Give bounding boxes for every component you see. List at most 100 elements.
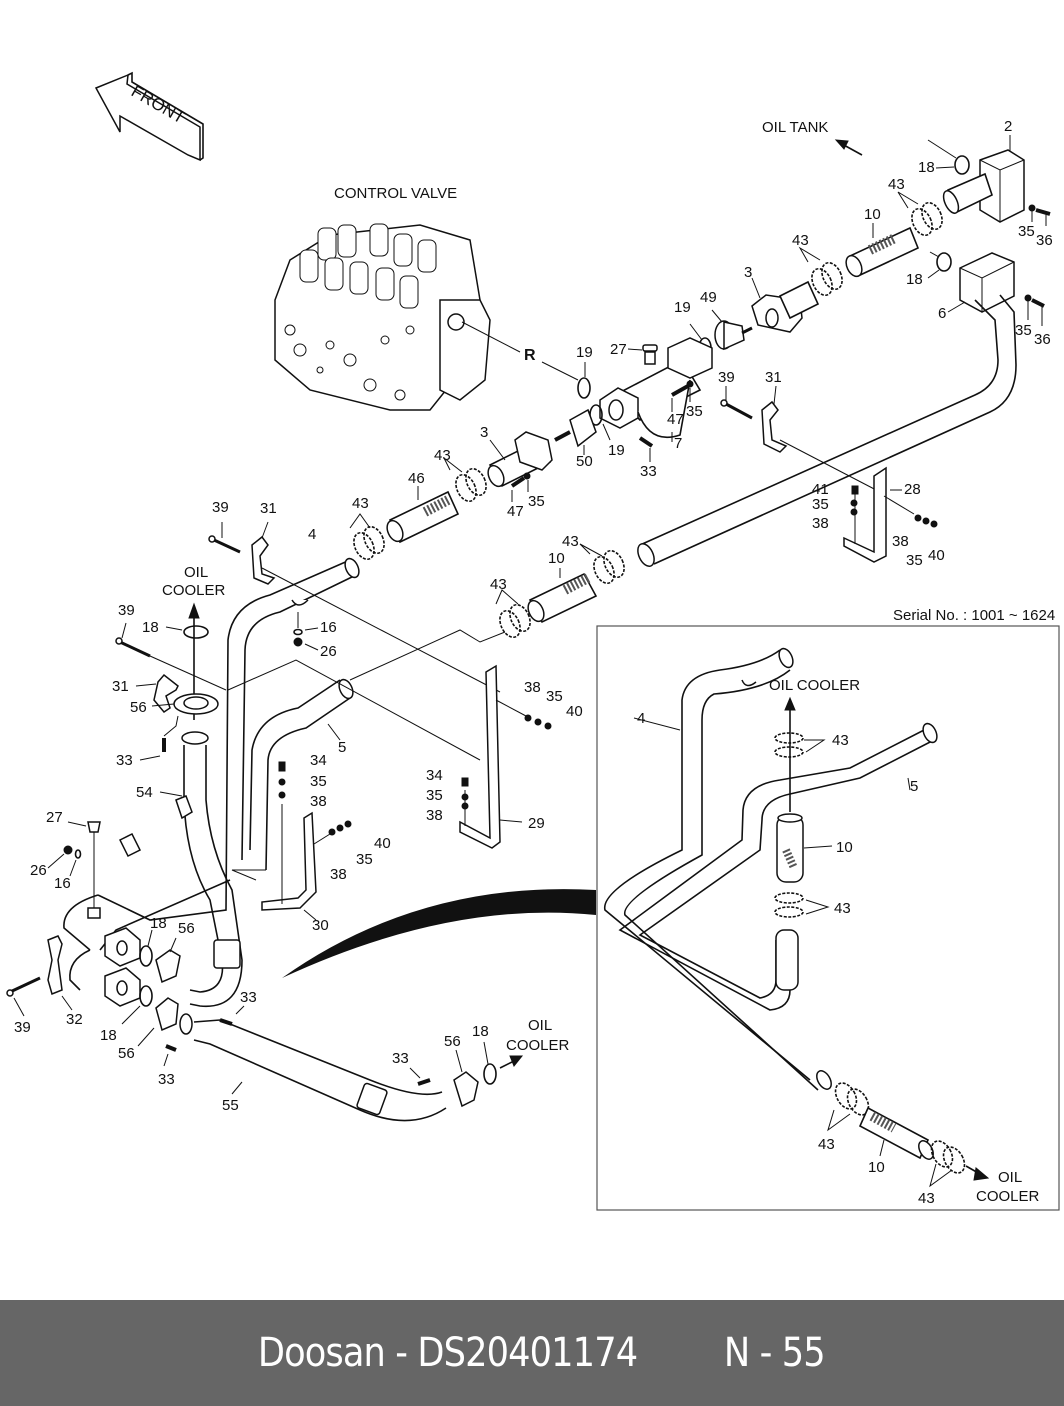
part-callout-19b: 19 xyxy=(576,344,593,361)
part-callout-41: 41 xyxy=(812,481,829,498)
part-callout-31a: 31 xyxy=(765,369,782,386)
part-callout-39b: 39 xyxy=(212,499,229,516)
hose-46 xyxy=(386,490,460,544)
part-callout-inset_5: 5 xyxy=(910,778,918,795)
part-callout-26b: 26 xyxy=(30,862,47,879)
part-callout-inset_43b: 43 xyxy=(834,900,851,917)
part-callout-46: 46 xyxy=(408,470,425,487)
part-callout-35i: 35 xyxy=(426,787,443,804)
serial-number-label: Serial No. : 1001 ~ 1624 xyxy=(893,607,1055,624)
part-callout-6: 6 xyxy=(938,305,946,322)
bracket-31-left xyxy=(115,535,276,713)
part-callout-35j: 35 xyxy=(356,851,373,868)
footer-page-number: N - 55 xyxy=(724,1330,826,1376)
part-callout-38d: 38 xyxy=(310,793,327,810)
part-callout-31c: 31 xyxy=(112,678,129,695)
bracket-31-right xyxy=(720,399,788,453)
part-callout-34a: 34 xyxy=(310,752,327,769)
part-callout-7: 7 xyxy=(674,435,682,452)
part-callout-49: 49 xyxy=(700,289,717,306)
part-callout-inset_10b: 10 xyxy=(868,1159,885,1176)
part-49 xyxy=(714,320,753,351)
oil-cooler-label-left-1: OIL xyxy=(184,564,208,581)
part-callout-28: 28 xyxy=(904,481,921,498)
part-callout-18f: 18 xyxy=(472,1023,489,1040)
part-callout-30: 30 xyxy=(312,917,329,934)
hose-10-upper xyxy=(845,226,920,278)
part-callout-31b: 31 xyxy=(260,500,277,517)
oil-cooler-label-left-2: COOLER xyxy=(162,582,226,599)
part-callout-40c: 40 xyxy=(374,835,391,852)
parts-diagram: FRONT CONTROL VALVE R OIL TANK xyxy=(6,71,1060,1211)
part-callout-35b: 35 xyxy=(1015,322,1032,339)
part-callout-27a: 27 xyxy=(610,341,627,358)
part-callout-54: 54 xyxy=(136,784,153,801)
part-callout-39c: 39 xyxy=(118,602,135,619)
pipe-5 xyxy=(249,678,354,871)
front-arrow-icon: FRONT xyxy=(94,71,204,162)
part-callout-2: 2 xyxy=(1004,118,1012,135)
part-callout-43f: 43 xyxy=(490,576,507,593)
part-callout-33b: 33 xyxy=(116,752,133,769)
part-callout-inset_10a: 10 xyxy=(836,839,853,856)
part-callout-55: 55 xyxy=(222,1097,239,1114)
part-callout-33e: 33 xyxy=(392,1050,409,1067)
pipe-6 xyxy=(637,294,1017,568)
part-callout-33c: 33 xyxy=(240,989,257,1006)
oil-tank-arrow-icon xyxy=(834,139,863,156)
part-callout-26a: 26 xyxy=(320,643,337,660)
part-callout-18b: 18 xyxy=(906,271,923,288)
part-callout-35a: 35 xyxy=(1018,223,1035,240)
bracket-30 xyxy=(261,761,352,911)
part-callout-38c: 38 xyxy=(524,679,541,696)
part-callout-39d: 39 xyxy=(14,1019,31,1036)
clamp-43 xyxy=(811,201,943,297)
part-callout-16a: 16 xyxy=(320,619,337,636)
part-callout-43b: 43 xyxy=(792,232,809,249)
part-callout-35h: 35 xyxy=(310,773,327,790)
part-callout-36b: 36 xyxy=(1034,331,1051,348)
port-r-label: R xyxy=(524,347,536,364)
flange-56-end xyxy=(417,1071,479,1108)
part-callout-35e: 35 xyxy=(812,496,829,513)
footer-brand-part-number: Doosan - DS20401174 xyxy=(257,1330,638,1376)
part-callout-47a: 47 xyxy=(667,411,684,428)
clamp-43-group-mid xyxy=(353,467,487,561)
part-callout-3b: 3 xyxy=(480,424,488,441)
part-callout-43e: 43 xyxy=(562,533,579,550)
part-callout-50: 50 xyxy=(576,453,593,470)
part-callout-43d: 43 xyxy=(352,495,369,512)
part-callout-36a: 36 xyxy=(1036,232,1053,249)
flange-56-lower xyxy=(155,949,181,1032)
control-valve-drawing xyxy=(274,223,491,411)
part-callout-5: 5 xyxy=(338,739,346,756)
part-6-block xyxy=(959,252,1015,313)
part-callout-43a: 43 xyxy=(888,176,905,193)
part-callout-38f: 38 xyxy=(330,866,347,883)
part-callout-16b: 16 xyxy=(54,875,71,892)
part-callout-35d: 35 xyxy=(528,493,545,510)
oil-cooler-label-bottom-2: COOLER xyxy=(506,1037,570,1054)
part-callout-34b: 34 xyxy=(426,767,443,784)
part-callout-inset_4: 4 xyxy=(637,710,645,727)
part-callout-56a: 56 xyxy=(130,699,147,716)
footer-bar: Doosan - DS20401174 N - 55 xyxy=(0,1300,1064,1406)
part-callout-38b: 38 xyxy=(892,533,909,550)
part-callout-38a: 38 xyxy=(812,515,829,532)
part-callout-40a: 40 xyxy=(928,547,945,564)
part-callout-18a: 18 xyxy=(918,159,935,176)
inset-pointer-wedge xyxy=(282,889,596,978)
part-callout-10b: 10 xyxy=(548,550,565,567)
part-callout-35c: 35 xyxy=(686,403,703,420)
part-3-lower xyxy=(487,431,553,488)
part-callout-19a: 19 xyxy=(674,299,691,316)
part-callout-38e: 38 xyxy=(426,807,443,824)
part-callout-29: 29 xyxy=(528,815,545,832)
part-2-block xyxy=(942,149,1025,223)
part-callout-3a: 3 xyxy=(744,264,752,281)
bolts-35-36-upper xyxy=(1024,204,1051,326)
part-callout-33d: 33 xyxy=(158,1071,175,1088)
bracket-28 xyxy=(843,466,938,563)
part-callout-56b: 56 xyxy=(178,920,195,937)
